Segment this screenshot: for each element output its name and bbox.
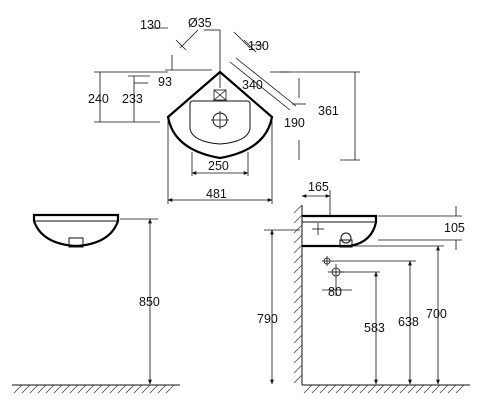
drain-side: [339, 239, 353, 248]
front-view: 850: [12, 213, 180, 394]
dim-130-left: 130: [140, 18, 161, 32]
side-view: 165 105 790 80 583 638 700: [257, 180, 470, 394]
dim-190: 190: [284, 116, 305, 130]
dim-165: 165: [308, 180, 329, 194]
dim-790: 790: [257, 312, 278, 326]
dim-850: 850: [139, 295, 160, 309]
dim-700: 700: [426, 307, 447, 321]
floor-hatch-side: [303, 384, 465, 394]
basin-outline-plan: [166, 70, 274, 160]
dim-diameter-35: Ø35: [188, 16, 212, 30]
dim-240: 240: [88, 92, 109, 106]
basin-bowl-plan: [189, 100, 251, 145]
floor-hatch-front: [13, 384, 175, 394]
wall-hatch: [293, 204, 303, 384]
dim-93: 93: [158, 75, 172, 89]
waste-side: [340, 232, 352, 244]
dim-130-right: 130: [248, 39, 269, 53]
dim-340: 340: [242, 78, 263, 92]
dim-638: 638: [398, 315, 419, 329]
dim-361: 361: [318, 104, 339, 118]
plan-view: 130 Ø35 130 93 340 240 233 190 361 250 4…: [88, 16, 360, 204]
tap-hole: [213, 89, 227, 101]
drain-front: [68, 237, 84, 248]
dim-481: 481: [206, 187, 227, 201]
dim-233: 233: [122, 92, 143, 106]
dim-583: 583: [364, 321, 385, 335]
dim-250: 250: [208, 159, 229, 173]
dim-80: 80: [328, 285, 342, 299]
dim-105: 105: [444, 221, 465, 235]
basin-outline-front: [32, 213, 120, 248]
basin-outline-side: [302, 214, 378, 248]
